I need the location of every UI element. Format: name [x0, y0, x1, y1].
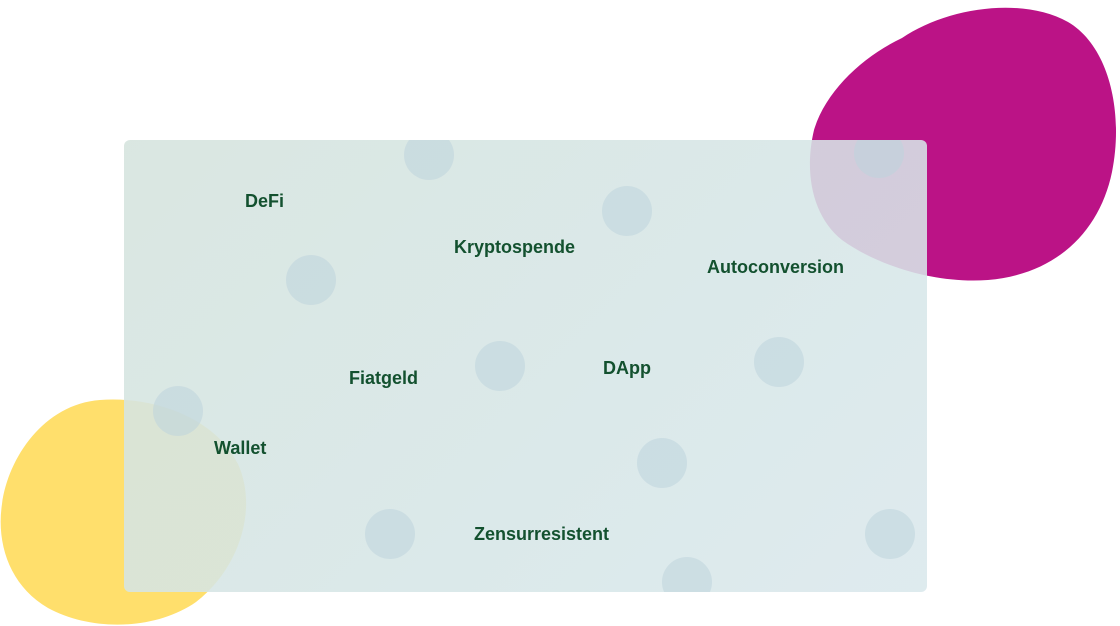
- decorative-dot: [865, 509, 915, 559]
- decorative-dot: [637, 438, 687, 488]
- decorative-dot: [286, 255, 336, 305]
- decorative-dot: [365, 509, 415, 559]
- term-dapp: DApp: [603, 358, 651, 378]
- term-kryptospende: Kryptospende: [454, 237, 576, 257]
- decorative-dot: [602, 186, 652, 236]
- decorative-dot: [854, 140, 904, 178]
- decorative-dot: [404, 140, 454, 180]
- terms-card: DeFi Kryptospende Autoconversion Fiatgel…: [124, 140, 927, 592]
- term-defi: DeFi: [245, 191, 285, 211]
- decorative-dot: [475, 341, 525, 391]
- decorative-dot: [754, 337, 804, 387]
- term-wallet: Wallet: [214, 438, 267, 458]
- term-zensurresistent: Zensurresistent: [474, 524, 610, 544]
- term-autoconversion: Autoconversion: [707, 257, 845, 277]
- decorative-dot: [153, 386, 203, 436]
- decorative-dot: [662, 557, 712, 592]
- term-fiatgeld: Fiatgeld: [349, 368, 419, 388]
